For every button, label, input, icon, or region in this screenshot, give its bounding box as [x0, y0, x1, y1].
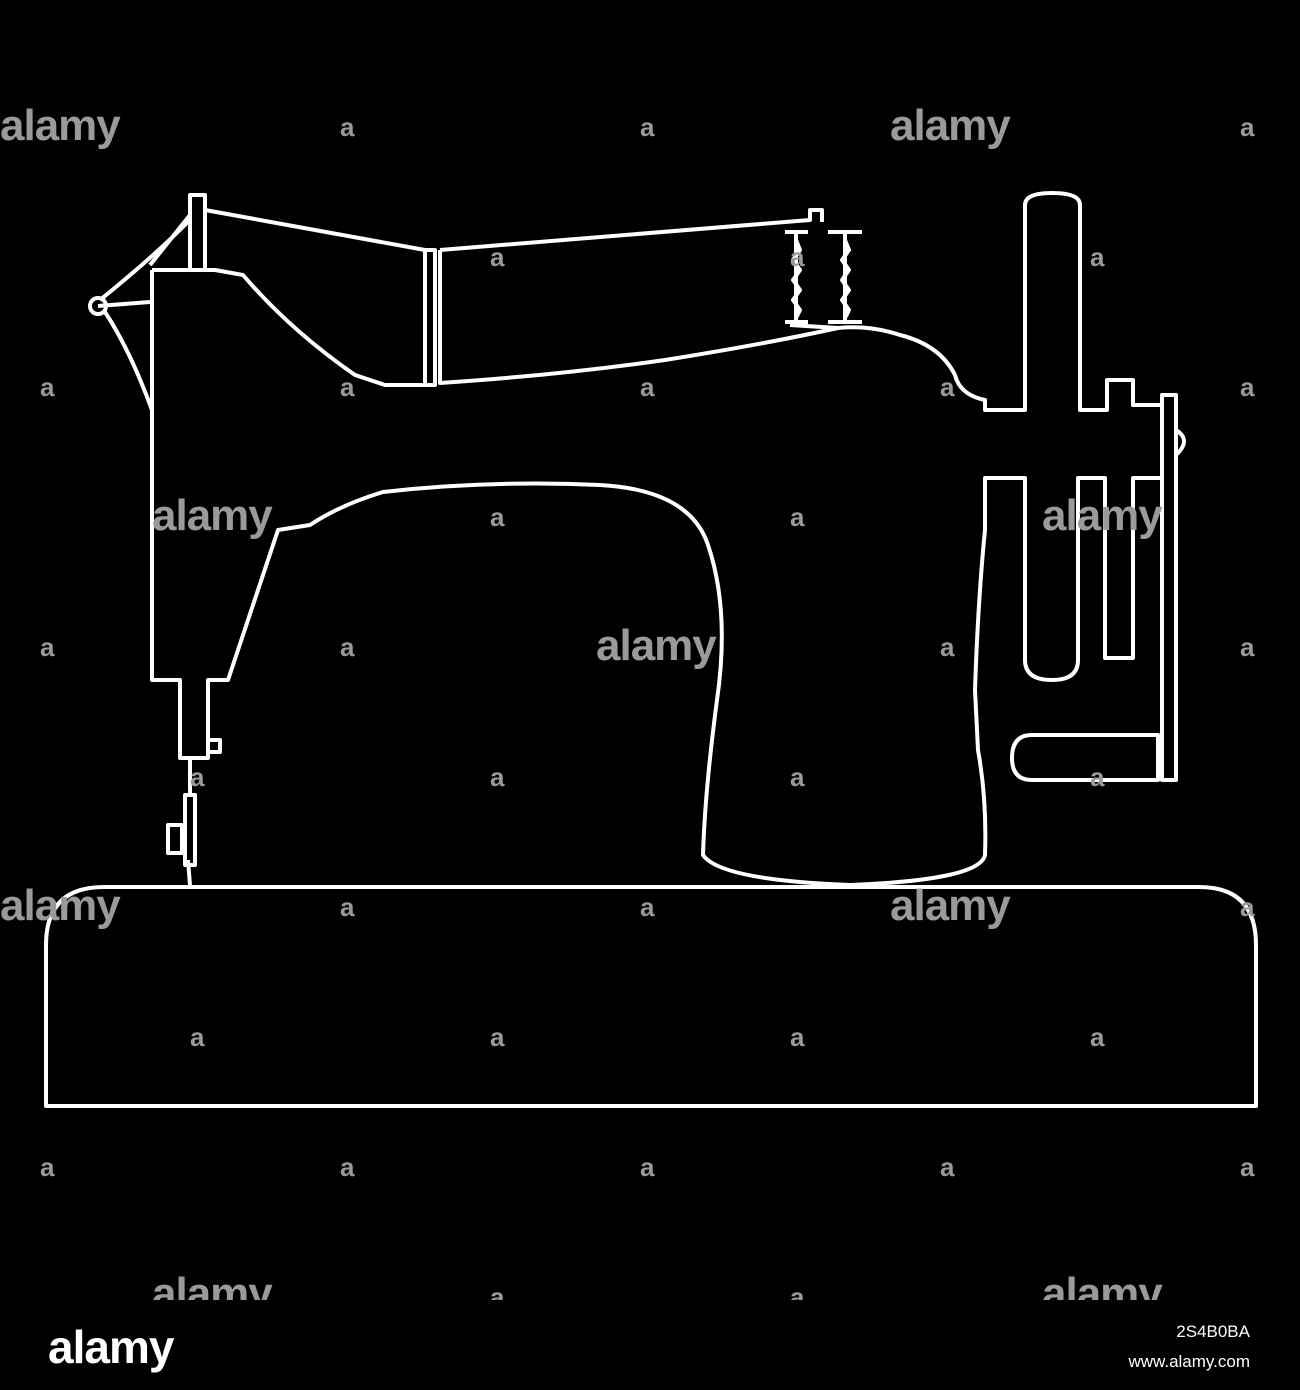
watermark-mark: a — [940, 1152, 955, 1182]
sewing-machine-illustration — [44, 191, 1258, 1108]
watermark-mark: a — [940, 372, 955, 402]
footer-url: www.alamy.com — [1128, 1352, 1250, 1371]
watermark-mark: a — [1240, 892, 1255, 922]
watermark-mark: a — [790, 242, 805, 272]
watermark-mark: a — [1240, 1152, 1255, 1182]
watermark-mark: a — [940, 632, 955, 662]
watermark-mark: a — [490, 762, 505, 792]
stock-footer: alamy 2S4B0BA www.alamy.com — [0, 1300, 1300, 1390]
machine-base — [44, 885, 1258, 1108]
handwheel-knob — [1174, 428, 1186, 457]
watermark-mark: a — [1240, 372, 1255, 402]
watermark-mark: a — [1090, 1022, 1105, 1052]
thread-guide-line — [97, 300, 154, 411]
spool-thread-right — [840, 239, 851, 319]
footer-logo: alamy — [48, 1321, 174, 1373]
watermark-mark: a — [40, 372, 55, 402]
watermark-mark: a — [190, 1022, 205, 1052]
machine-body-outline — [150, 191, 1164, 887]
needle — [186, 859, 192, 886]
image-id: 2S4B0BA — [1176, 1322, 1250, 1341]
arm-top-rod — [204, 208, 426, 252]
spool-thread-left — [791, 239, 802, 319]
watermark-mark: a — [790, 762, 805, 792]
watermark-mark: a — [1090, 762, 1105, 792]
watermark-mark: a — [40, 1152, 55, 1182]
watermark-mark: a — [640, 1152, 655, 1182]
machine-body — [152, 248, 437, 387]
watermark-mark: a — [790, 1022, 805, 1052]
bobbin-winder — [1010, 733, 1160, 782]
arm-top-bar — [439, 208, 824, 252]
upper-arm — [438, 250, 839, 385]
watermark-mark: a — [340, 372, 355, 402]
watermark-mark: a — [340, 112, 355, 142]
watermark-mark: a — [640, 372, 655, 402]
watermark-mark: a — [640, 892, 655, 922]
watermark-mark: a — [640, 112, 655, 142]
watermark-mark: a — [490, 1022, 505, 1052]
watermark-mark: a — [40, 632, 55, 662]
watermark-mark: a — [190, 762, 205, 792]
watermark-mark: a — [490, 502, 505, 532]
watermark-mark: a — [1240, 112, 1255, 142]
watermark-mark: a — [340, 632, 355, 662]
watermark-mark: a — [340, 892, 355, 922]
presser-foot — [166, 823, 184, 855]
handwheel-plate — [1160, 393, 1178, 782]
thread-guide-wire-2 — [148, 213, 192, 267]
face-plate-post — [188, 193, 207, 272]
watermark-mark: a — [1240, 632, 1255, 662]
watermark-mark: a — [790, 502, 805, 532]
watermark-mark: a — [340, 1152, 355, 1182]
watermark-mark: a — [1090, 242, 1105, 272]
watermark-mark: a — [490, 242, 505, 272]
